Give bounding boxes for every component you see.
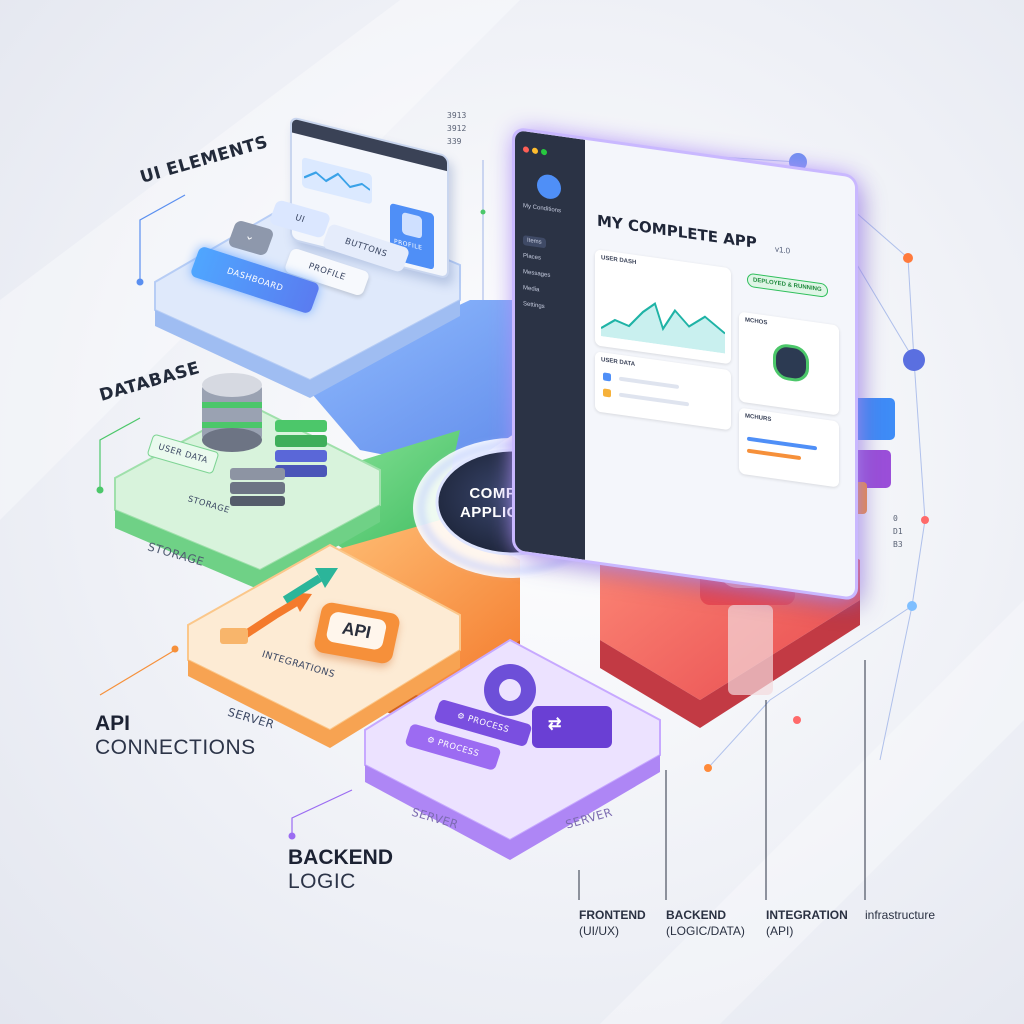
legend-frontend: FRONTEND (UI/UX) xyxy=(579,907,646,939)
sidebar-item-4[interactable]: Settings xyxy=(523,301,545,311)
legend-backend: BACKEND (LOGIC/DATA) xyxy=(666,907,745,939)
code-snippet-top: 3913 3912 339 xyxy=(447,109,466,148)
user-dash-card: USER DASH xyxy=(595,249,731,365)
metrics-title: MCHOS xyxy=(745,317,768,327)
avatar[interactable] xyxy=(537,173,561,201)
metrics-card: MCHOS xyxy=(739,311,839,416)
api-connections-title: API xyxy=(95,712,131,735)
wave-chart-icon xyxy=(304,171,370,191)
app-title: MY COMPLETE APP xyxy=(597,211,757,252)
numbers-card: MCHURS xyxy=(739,407,839,488)
legend-integration-sub: (API) xyxy=(766,924,794,938)
code-top-1: 3912 xyxy=(447,124,467,133)
sidebar-item-0[interactable]: Items xyxy=(523,235,546,249)
code-top-2: 339 xyxy=(447,137,462,146)
legend-frontend-sub: (UI/UX) xyxy=(579,924,619,938)
line-chart-icon xyxy=(601,302,725,354)
sidebar-item-2[interactable]: Messages xyxy=(523,269,551,279)
sidebar-user-label: My Conditions xyxy=(523,203,562,215)
numbers-title: MCHURS xyxy=(745,413,772,424)
app-version: v1.0 xyxy=(775,244,791,256)
user-data-title: USER DATA xyxy=(601,357,636,368)
window-controls xyxy=(523,139,550,161)
code-right-2: B3 xyxy=(893,540,903,549)
app-sidebar: My Conditions Items Places Messages Medi… xyxy=(515,130,585,560)
legend-frontend-title: FRONTEND xyxy=(579,908,646,922)
user-data-card: USER DATA xyxy=(595,351,731,431)
ui-preview-window: PROFILE xyxy=(290,116,449,280)
legend-backend-sub: (LOGIC/DATA) xyxy=(666,924,745,938)
backend-logic-title: BACKEND xyxy=(288,846,393,869)
legend-integration: INTEGRATION (API) xyxy=(766,907,848,939)
user-dash-title: USER DASH xyxy=(601,255,637,267)
legend-integration-title: INTEGRATION xyxy=(766,908,848,922)
sidebar-item-3[interactable]: Media xyxy=(523,285,540,294)
code-top-0: 3913 xyxy=(447,111,467,120)
legend-backend-title: BACKEND xyxy=(666,908,726,922)
code-right-0: 0 xyxy=(893,514,898,523)
backend-logic-label: BACKEND LOGIC xyxy=(288,846,393,894)
process-chip-2-label: PROCESS xyxy=(436,737,481,759)
sidebar-item-1[interactable]: Places xyxy=(523,253,542,262)
code-snippet-right: 0 D1 B3 xyxy=(893,512,903,551)
process-chip-1-label: PROCESS xyxy=(466,713,511,735)
app-window: My Conditions Items Places Messages Medi… xyxy=(515,130,855,598)
user-icon xyxy=(402,211,422,239)
legend-infrastructure: infrastructure xyxy=(865,907,935,923)
swap-arrows-icon: ⇄ xyxy=(548,716,562,733)
legend-infrastructure-title: infrastructure xyxy=(865,908,936,922)
profile-avatar xyxy=(773,342,809,384)
code-right-1: D1 xyxy=(893,527,903,536)
api-badge-label: API xyxy=(325,610,388,651)
backend-logic-sub: LOGIC xyxy=(288,870,356,893)
api-connections-sub: CONNECTIONS xyxy=(95,736,256,759)
api-connections-label: API CONNECTIONS xyxy=(95,712,256,760)
chevron-down-icon: ⌄ xyxy=(243,229,257,244)
status-badge: DEPLOYED & RUNNING xyxy=(747,272,828,298)
